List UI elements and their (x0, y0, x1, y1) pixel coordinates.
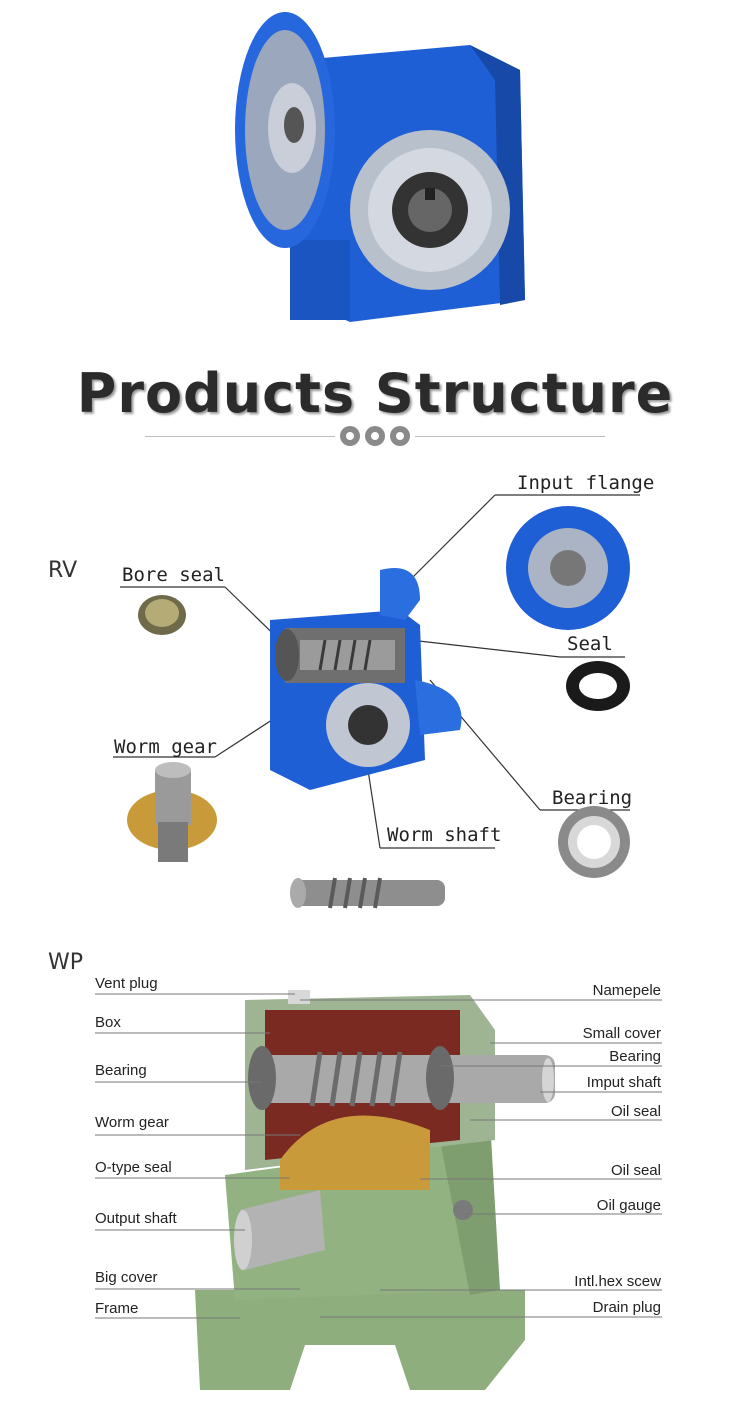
wp-label-frame: Frame (95, 1300, 139, 1317)
wp-label-o-type-seal: O-type seal (95, 1159, 172, 1176)
label-worm-shaft: Worm shaft (387, 824, 502, 846)
wp-label-small-cover: Small cover (582, 1025, 661, 1042)
wp-label-namepele: Namepele (592, 982, 661, 999)
wp-label-bearing-left: Bearing (95, 1062, 147, 1079)
wp-label-imput-shaft: Imput shaft (586, 1074, 661, 1091)
rv-section-heading: RV (48, 558, 78, 583)
label-bearing: Bearing (552, 787, 633, 809)
wp-label-output-shaft: Output shaft (95, 1210, 177, 1227)
label-bore-seal: Bore seal (122, 564, 225, 586)
page-title: Products Structure (76, 362, 674, 425)
label-seal: Seal (567, 633, 613, 655)
wp-label-box: Box (95, 1014, 121, 1031)
wp-label-big-cover: Big cover (95, 1269, 158, 1286)
rv-exploded-diagram (113, 494, 640, 909)
wp-label-oil-seal-1: Oil seal (610, 1103, 661, 1120)
wp-label-oil-gauge: Oil gauge (596, 1197, 661, 1214)
wp-label-oil-seal-2: Oil seal (610, 1162, 661, 1179)
wp-label-drain-plug: Drain plug (592, 1299, 661, 1316)
wp-label-worm-gear: Worm gear (95, 1114, 169, 1131)
wp-section-heading: WP (48, 950, 84, 975)
rv-gearbox-hero-image (235, 12, 525, 322)
label-worm-gear: Worm gear (114, 736, 217, 758)
divider-left (145, 436, 335, 437)
wp-label-vent-plug: Vent plug (95, 975, 158, 992)
label-input-flange: Input flange (517, 472, 655, 494)
wp-label-bearing-right: Bearing (609, 1048, 661, 1065)
wp-label-intl-hex-scew: Intl.hex scew (574, 1273, 661, 1290)
divider-right (415, 436, 605, 437)
